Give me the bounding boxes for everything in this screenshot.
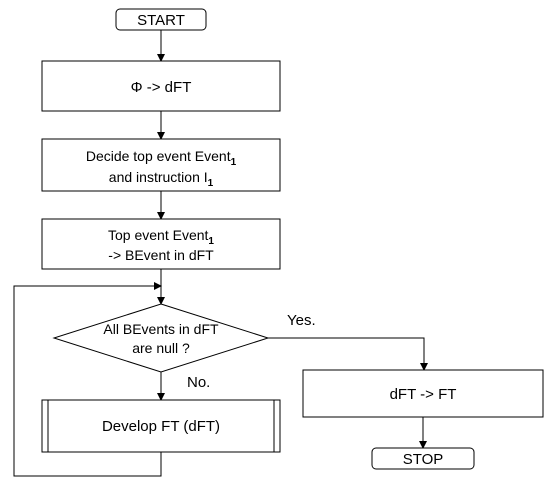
start-terminal: START — [115, 8, 207, 31]
edge-loop-back — [13, 282, 162, 477]
develop-ft-label: Develop FT (dFT) — [102, 418, 220, 435]
stop-terminal: STOP — [371, 447, 475, 470]
no-label: No. — [187, 374, 210, 391]
edge-yes-branch — [268, 337, 428, 371]
develop-ft-box: Develop FT (dFT) — [41, 399, 281, 453]
stop-label: STOP — [403, 451, 444, 468]
decision-label-2: are null ? — [132, 340, 190, 356]
top-event-assign-box: Top event Event1 -> BEvent in dFT — [41, 218, 281, 270]
top-event-assign-label-2: -> BEvent in dFT — [108, 247, 214, 263]
null-check-decision: All BEvents in dFT are null ? — [52, 303, 270, 373]
decide-top-event-label: Decide top event Event1 — [86, 148, 237, 168]
top-event-assign-label-1: Top event Event1 — [108, 227, 214, 247]
init-process-box: Φ -> dFT — [41, 60, 281, 112]
decide-instruction-label: and instruction I1 — [109, 169, 214, 189]
decide-top-event-box: Decide top event Event1 and instruction … — [41, 138, 281, 192]
init-process-label: Φ -> dFT — [131, 79, 192, 96]
convert-ft-label: dFT -> FT — [390, 386, 457, 403]
decision-label-1: All BEvents in dFT — [103, 321, 219, 337]
convert-ft-box: dFT -> FT — [302, 369, 544, 418]
yes-label: Yes. — [287, 312, 316, 329]
start-label: START — [137, 12, 185, 29]
